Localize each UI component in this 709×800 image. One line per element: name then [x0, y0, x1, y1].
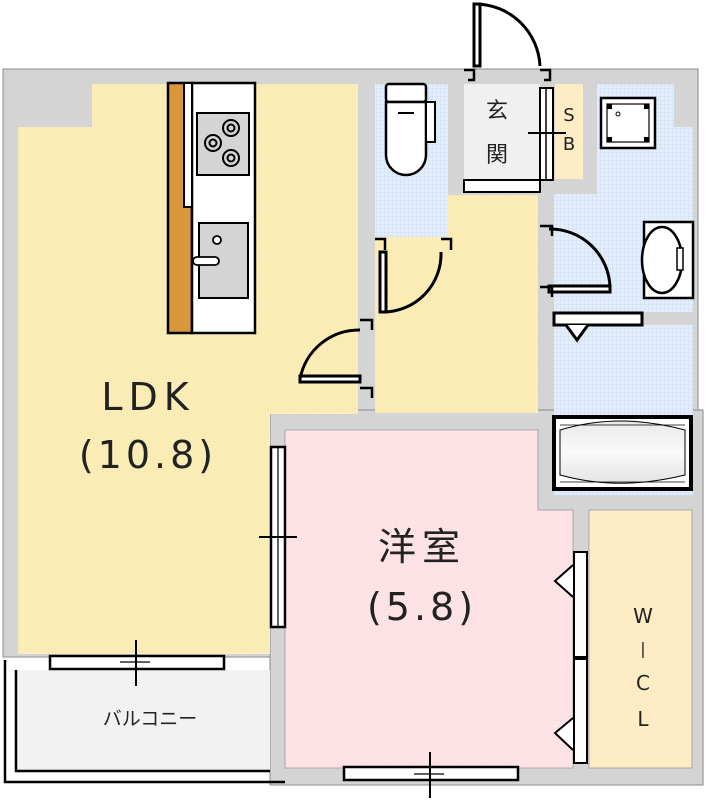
balcony-label: バルコニー: [103, 708, 198, 730]
balcony: バルコニー: [3, 660, 285, 784]
wic-label-l: L: [637, 707, 649, 731]
room-bath: [552, 325, 693, 495]
entrance-label-1: 玄: [486, 99, 508, 124]
entrance-label-2: 関: [486, 143, 508, 168]
shoe-box-label-2: B: [563, 134, 575, 155]
windows: [48, 445, 520, 798]
wic-label-w: W: [633, 604, 653, 628]
ldk-area: (10.8): [79, 433, 217, 477]
room-walk-in-closet: W | C L: [553, 509, 693, 769]
room-toilet: [375, 82, 448, 237]
wic-label-bar: |: [640, 639, 645, 658]
room-western: [284, 429, 574, 769]
kitchen-counter: [166, 81, 257, 335]
ldk-label: LDK: [101, 375, 194, 419]
wic-label-c: C: [636, 671, 650, 695]
stove-icon: [204, 119, 240, 167]
shoe-box: S B: [528, 84, 583, 181]
western-room-area: (5.8): [367, 585, 477, 629]
doors: [298, 2, 644, 398]
shoe-box-label-1: S: [563, 105, 574, 126]
western-room-label: 洋室: [378, 525, 466, 569]
room-entrance: 玄 関: [463, 84, 541, 193]
room-washroom: [554, 84, 695, 312]
